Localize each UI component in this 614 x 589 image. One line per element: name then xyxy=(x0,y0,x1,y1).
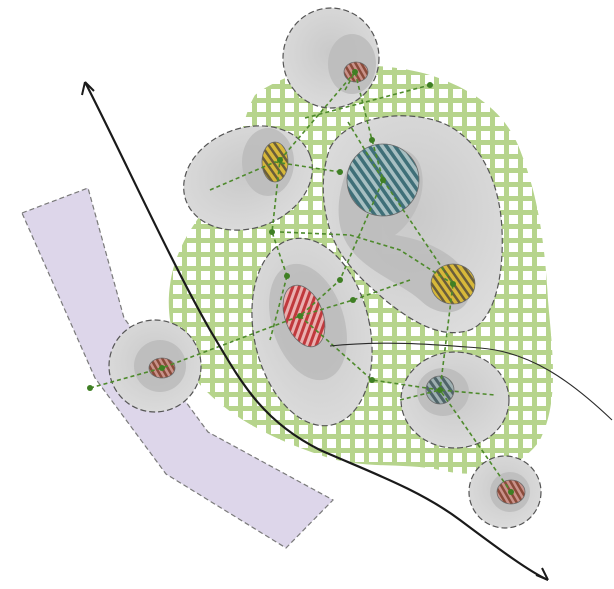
node xyxy=(269,229,275,235)
node xyxy=(337,277,343,283)
node xyxy=(369,377,375,383)
node xyxy=(350,297,356,303)
node xyxy=(380,177,386,183)
node xyxy=(159,365,165,371)
node xyxy=(337,169,343,175)
node xyxy=(427,82,433,88)
node xyxy=(508,489,514,495)
node xyxy=(284,273,290,279)
node xyxy=(87,385,93,391)
node xyxy=(437,387,443,393)
node xyxy=(277,157,283,163)
node xyxy=(369,137,375,143)
node xyxy=(450,281,456,287)
node xyxy=(352,69,358,75)
node xyxy=(297,313,303,319)
